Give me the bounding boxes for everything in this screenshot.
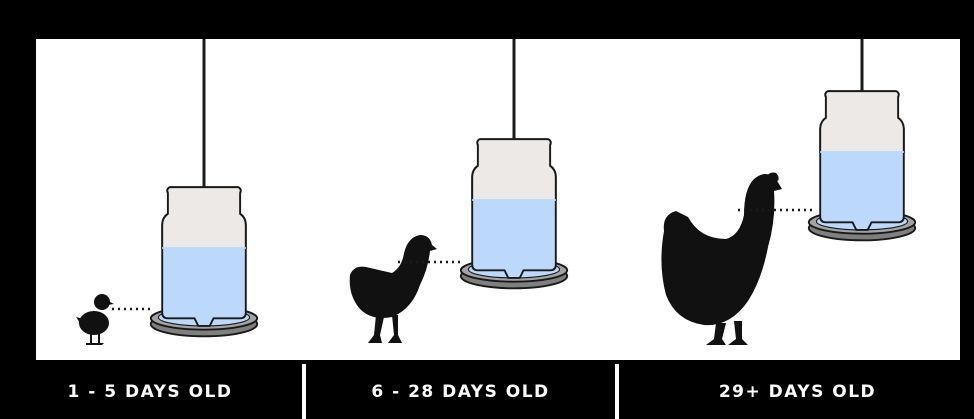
waterer-icon (149, 39, 259, 338)
divider (302, 364, 306, 419)
label-bar: 1 - 5 DAYS OLD 6 - 28 DAYS OLD 29+ DAYS … (0, 360, 974, 419)
juvenile-chicken-icon (349, 235, 437, 343)
stage-label-2: 6 - 28 DAYS OLD (371, 381, 550, 402)
waterer-icon (459, 39, 569, 290)
hen-icon (661, 172, 782, 345)
illustration-panel (36, 39, 960, 360)
chick-icon (76, 294, 114, 345)
divider (615, 364, 619, 419)
stage-label-1-box: 1 - 5 DAYS OLD (0, 364, 300, 419)
stage-label-1: 1 - 5 DAYS OLD (67, 381, 233, 402)
waterer-icon (807, 39, 917, 242)
illustration-svg (76, 39, 917, 345)
stage-label-2-box: 6 - 28 DAYS OLD (308, 364, 613, 419)
stage-label-3-box: 29+ DAYS OLD (621, 364, 974, 419)
stage-label-3: 29+ DAYS OLD (718, 381, 877, 402)
